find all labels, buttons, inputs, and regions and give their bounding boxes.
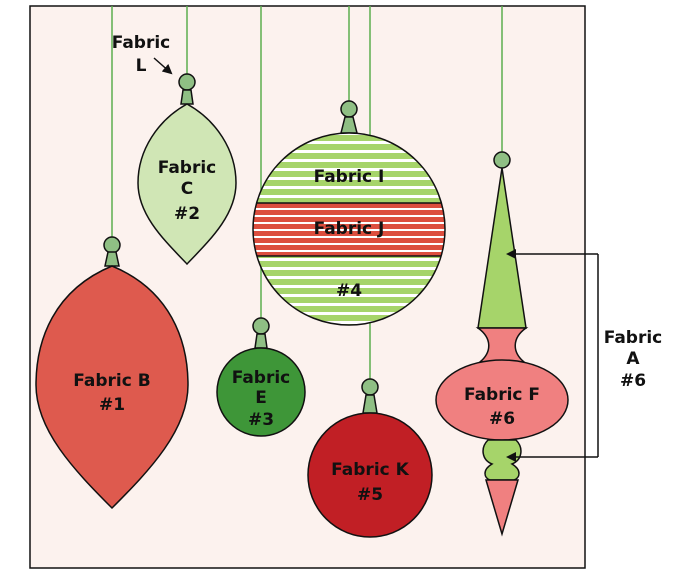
ornament-3-body [216,347,306,437]
ornament-2-loop [178,73,196,91]
callout-fabric-a-line2: A [626,349,640,369]
ornament-3-loop [252,317,270,335]
ornament-1-fabric-label: Fabric B [73,371,150,391]
ornament-6-number: #6 [489,409,515,429]
ornament-6-loop [493,151,511,169]
callout-fabric-l-line1: Fabric [112,33,171,53]
ornament-1-loop [103,236,121,254]
callout-fabric-a-line3: #6 [620,371,646,391]
ornament-1-number: #1 [99,395,125,415]
ornament-4-band-top-label: Fabric I [314,167,385,187]
ornament-1-cap [104,251,120,267]
ornament-3: Fabric E #3 [216,317,306,437]
ornament-2: Fabric C #2 [137,73,237,266]
ornament-3-line2: E [255,388,267,408]
callout-fabric-l: Fabric L [112,33,173,76]
ornament-5: Fabric K #5 [307,378,433,538]
ornament-5-fabric-label: Fabric K [331,460,409,480]
fabric-j-band [253,203,445,256]
ornament-3-line1: Fabric [232,368,291,388]
ornament-2-line2: C [181,179,193,199]
ornament-1-body [35,265,189,510]
ornament-4-band-mid-label: Fabric J [314,219,385,239]
callout-fabric-l-arrow [153,57,173,75]
ornament-5-body [307,412,433,538]
callout-fabric-l-line2: L [136,56,147,76]
ornament-3-cap [254,333,268,349]
ornament-4-number: #4 [336,281,362,301]
ornament-2-number: #2 [174,204,200,224]
callout-fabric-a: Fabric A #6 [506,249,663,462]
ornament-2-body [137,103,237,266]
ornament-2-cap [180,89,194,105]
ornament-4-outline [252,132,446,326]
ornament-6-lower-knob [482,439,522,481]
ornament-3-number: #3 [248,410,274,430]
ornament-6-fabric-label: Fabric F [464,385,540,405]
ornament-5-cap [362,394,378,414]
ornament-4-loop [340,100,358,118]
ornament-5-loop [361,378,379,396]
ornament-6: Fabric F #6 [435,151,569,537]
callout-fabric-a-line1: Fabric [604,328,663,348]
ornament-5-number: #5 [357,485,383,505]
ornament-2-line1: Fabric [158,158,217,178]
ornament-1: Fabric B #1 [35,236,189,510]
ornament-6-bottom-cone [484,479,520,537]
